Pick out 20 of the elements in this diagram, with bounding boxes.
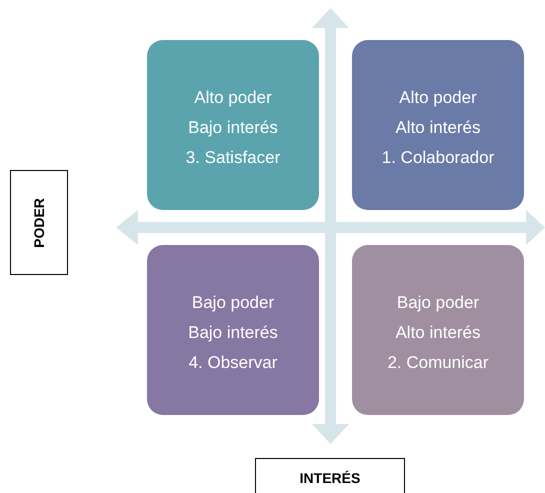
quadrant-text: 3. Satisfacer bbox=[186, 147, 280, 169]
quadrant-text: Bajo interés bbox=[188, 322, 278, 344]
quadrant-text: Alto interés bbox=[395, 322, 481, 344]
quadrant-text: Bajo poder bbox=[396, 292, 480, 314]
axis-label-box bbox=[10, 170, 68, 275]
quadrant-box bbox=[352, 40, 524, 210]
axis-title: PODER bbox=[31, 198, 47, 248]
quadrant-text: 2. Comunicar bbox=[387, 352, 489, 374]
axis-title: INTERÉS bbox=[300, 470, 360, 486]
quadrant-text: 1. Colaborador bbox=[382, 147, 494, 169]
quadrant-text: Bajo poder bbox=[192, 292, 274, 314]
axis-label-box bbox=[255, 458, 405, 493]
quadrant-text: Alto interés bbox=[395, 117, 481, 139]
quadrant-text: 4. Observar bbox=[188, 352, 278, 374]
quadrant-text: Bajo interés bbox=[188, 117, 278, 139]
quadrant-text: Alto poder bbox=[194, 87, 272, 109]
quadrant-box bbox=[147, 245, 319, 415]
quadrant-text: Alto poder bbox=[399, 87, 477, 109]
quadrant-box bbox=[352, 245, 524, 415]
quadrant-box bbox=[147, 40, 319, 210]
